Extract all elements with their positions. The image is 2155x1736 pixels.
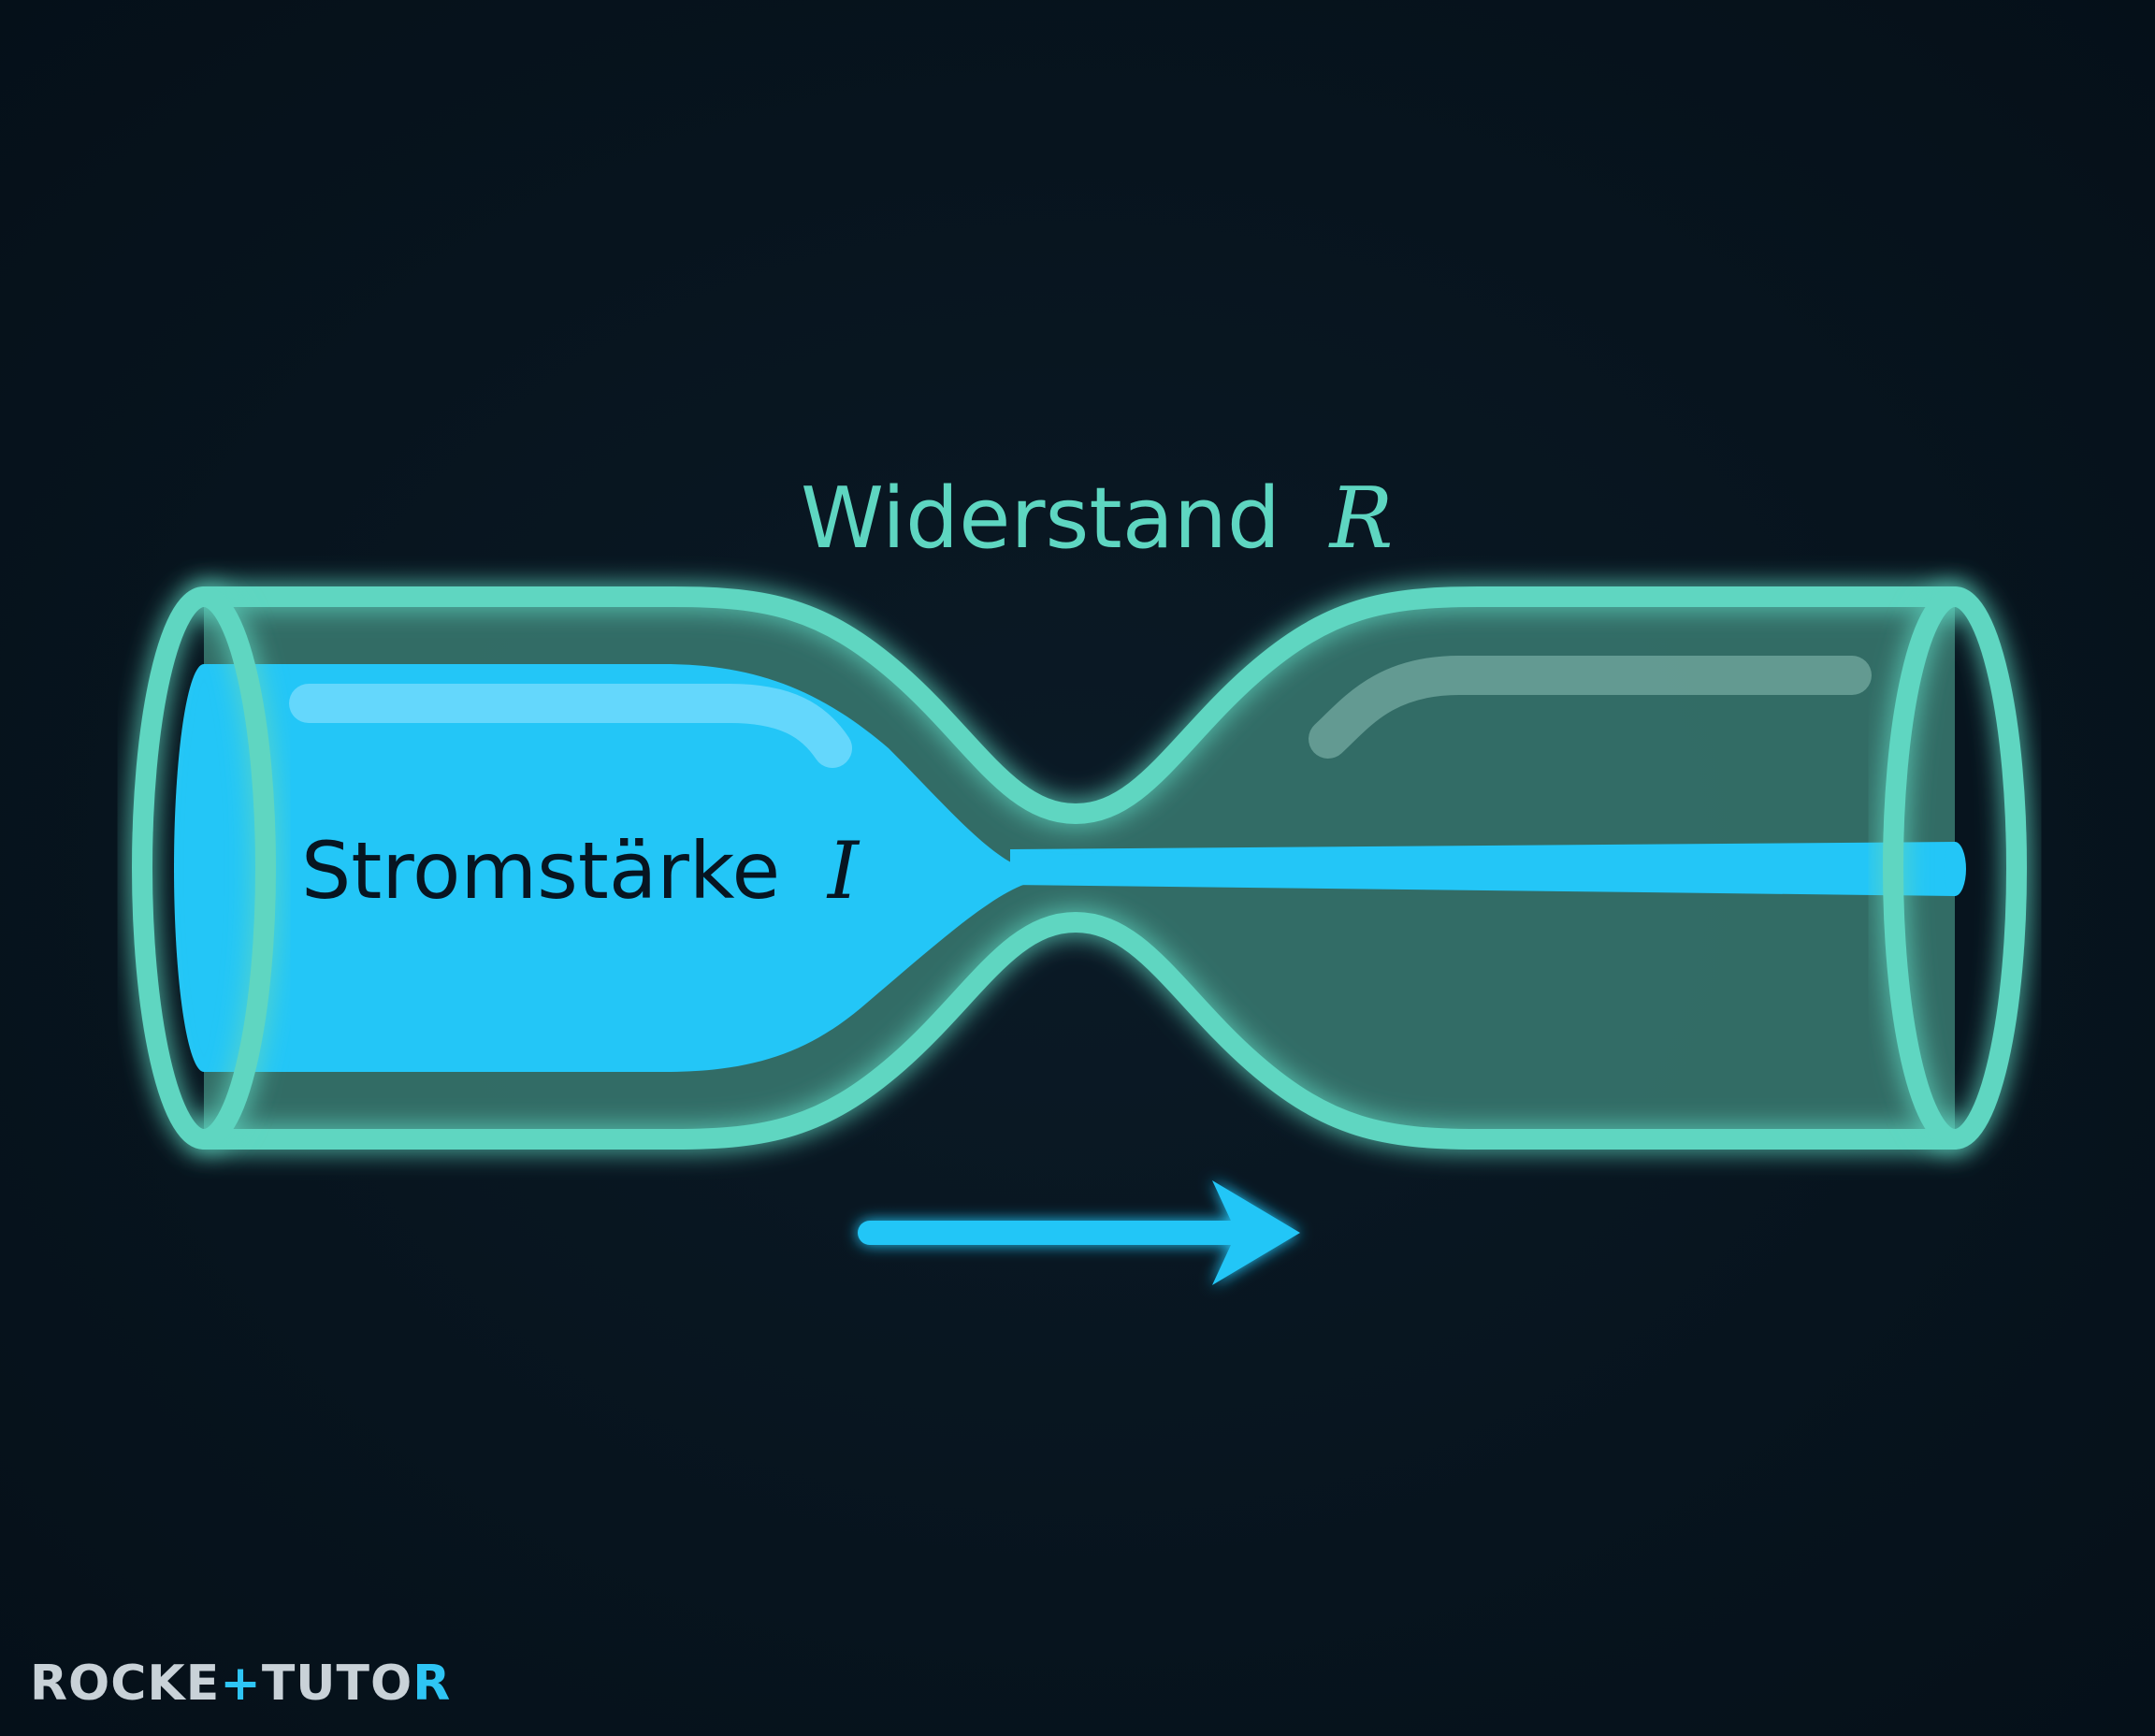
current-label: Stromstärke I <box>301 825 861 917</box>
tube-left-opening <box>132 586 276 1150</box>
brand-separator: + <box>220 1656 262 1712</box>
brand-part-1: ROCKE <box>30 1656 221 1712</box>
fluid-left <box>204 664 1029 1072</box>
fluid-stream-end <box>1944 842 1966 896</box>
brand-part-3: R <box>412 1656 452 1712</box>
current-label-text: Stromstärke <box>301 825 780 917</box>
current-symbol: I <box>826 825 861 917</box>
resistance-label-text: Widerstand <box>801 470 1280 568</box>
resistance-symbol: R <box>1328 470 1394 568</box>
fluid-left-end <box>174 664 234 1072</box>
brand-logo: ROCKE+TUTOR <box>30 1656 451 1712</box>
highlight-right <box>1309 656 1872 759</box>
fluid-stream <box>1010 842 1955 896</box>
arrow-right-icon <box>858 1180 1300 1285</box>
brand-part-2: TUTO <box>261 1656 413 1712</box>
tube-right-opening <box>1883 586 2027 1150</box>
highlight-left <box>289 684 852 768</box>
tube-outline <box>194 586 1965 1150</box>
resistance-label: Widerstand R <box>801 470 1393 568</box>
